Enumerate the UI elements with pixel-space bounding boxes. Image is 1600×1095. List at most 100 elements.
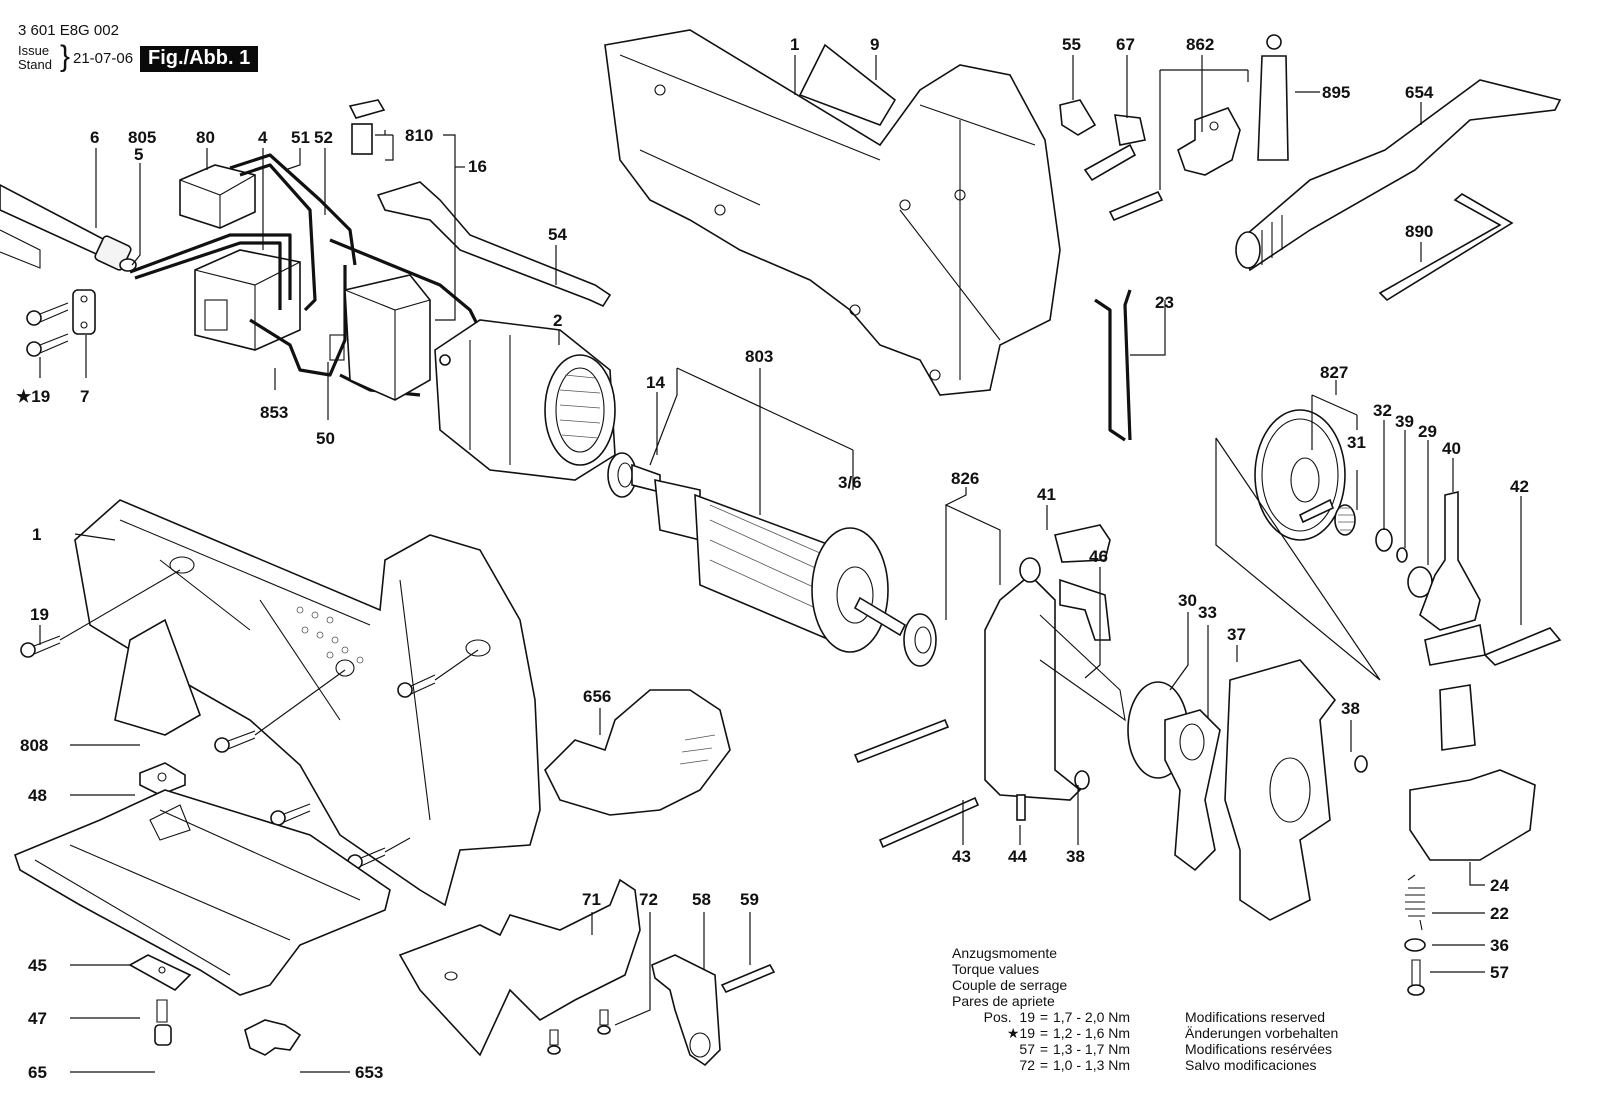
part-grease-tube-895[interactable]	[1257, 34, 1289, 161]
part-base-plate-45[interactable]	[14, 789, 391, 996]
issue-label-de: Stand	[18, 57, 52, 72]
part-brush-holder-16[interactable]	[329, 274, 431, 401]
label-895: 895	[1322, 83, 1350, 102]
part-55[interactable]	[1059, 99, 1097, 136]
part-guard-71[interactable]	[398, 878, 641, 1057]
label-805: 805	[128, 128, 156, 147]
part-housing-half-1-top[interactable]	[604, 29, 1061, 396]
label-4: 4	[258, 128, 268, 147]
part-label-808[interactable]	[114, 618, 201, 736]
part-spring-clip-23[interactable]	[1094, 289, 1132, 442]
figure-badge: Fig./Abb. 1	[140, 46, 259, 72]
label-1-left: 1	[32, 525, 41, 544]
label-3-6: 3/6	[838, 473, 862, 492]
part-gear-housing-46[interactable]	[984, 557, 1126, 801]
equals-sign: =	[1039, 1025, 1049, 1041]
part-counterweight-33[interactable]	[1164, 709, 1221, 872]
label-23: 23	[1155, 293, 1174, 312]
part-screw-72[interactable]	[547, 1009, 611, 1055]
part-lever-67[interactable]	[1083, 114, 1146, 182]
part-nut-48[interactable]	[139, 762, 186, 796]
label-45: 45	[28, 956, 47, 975]
part-field-stator-2[interactable]	[434, 319, 616, 481]
part-pinion-31[interactable]	[1334, 504, 1356, 536]
part-capacitor-80[interactable]	[179, 164, 256, 229]
label-51: 51	[291, 128, 310, 147]
torque-heading-fr: Couple de serrage	[952, 977, 1068, 993]
torque-row: ★19=1,2 - 1,6 Nm	[952, 1025, 1130, 1041]
part-hex-key-890[interactable]	[1378, 193, 1514, 302]
label-853: 853	[260, 403, 288, 422]
part-screw-65[interactable]	[154, 999, 172, 1046]
label-38-right: 38	[1341, 699, 1360, 718]
part-clamp-47[interactable]	[128, 954, 192, 991]
part-armature-803[interactable]	[631, 463, 907, 653]
label-72: 72	[639, 890, 658, 909]
label-43: 43	[952, 847, 971, 866]
label-24: 24	[1490, 876, 1509, 895]
part-washer-32[interactable]	[1375, 528, 1393, 552]
part-blade-clamp-42[interactable]	[1483, 627, 1562, 666]
part-washer-38b[interactable]	[1354, 755, 1368, 773]
label-653: 653	[355, 1063, 383, 1082]
torque-value: 1,3 - 1,7 Nm	[1053, 1041, 1131, 1057]
issue-label-en: Issue	[18, 43, 50, 58]
part-spring-22[interactable]	[1405, 874, 1425, 931]
label-55: 55	[1062, 35, 1081, 54]
torque-heading-en: Torque values	[952, 961, 1040, 977]
part-pin-862[interactable]	[1108, 107, 1241, 222]
label-59: 59	[740, 890, 759, 909]
label-2: 2	[553, 311, 562, 330]
equals-sign: =	[1039, 1009, 1049, 1025]
part-dust-extraction-adapter-654[interactable]	[1235, 79, 1562, 272]
label-67: 67	[1116, 35, 1135, 54]
torque-value: 1,2 - 1,6 Nm	[1053, 1025, 1131, 1041]
part-pin-59[interactable]	[720, 963, 776, 994]
part-screws-19-star[interactable]	[26, 302, 69, 357]
label-826: 826	[951, 469, 979, 488]
label-40: 40	[1442, 439, 1461, 458]
label-54: 54	[548, 225, 567, 244]
modifications-de: Änderungen vorbehalten	[1185, 1025, 1339, 1041]
part-label-9[interactable]	[798, 43, 897, 126]
part-guard-24[interactable]	[1409, 769, 1536, 861]
wiring-harness	[129, 153, 482, 397]
part-washer-38a[interactable]	[1074, 770, 1090, 790]
label-803: 803	[745, 347, 773, 366]
part-ring-39[interactable]	[1396, 547, 1408, 563]
label-6: 6	[90, 128, 99, 147]
part-carbon-brushes-810[interactable]	[348, 99, 386, 155]
part-roller-holder-58[interactable]	[651, 954, 721, 1067]
label-14: 14	[646, 373, 665, 392]
part-pin-44[interactable]	[1016, 794, 1026, 821]
part-lifting-rod-40[interactable]	[1419, 490, 1486, 751]
part-bearing-826[interactable]	[903, 613, 937, 667]
label-22: 22	[1490, 904, 1509, 923]
part-gear-827[interactable]	[1254, 409, 1346, 541]
part-power-cord[interactable]	[0, 184, 137, 272]
modifications-fr: Modifications resérvées	[1185, 1041, 1333, 1057]
part-housing-1-left[interactable]	[74, 499, 541, 907]
part-guard-656[interactable]	[544, 689, 731, 816]
part-plate-37[interactable]	[1224, 659, 1337, 921]
label-19: 19	[30, 605, 49, 624]
torque-headings: Anzugsmomente Torque values Couple de se…	[952, 945, 1067, 1009]
part-switch-4[interactable]	[194, 249, 301, 351]
label-827: 827	[1320, 363, 1348, 382]
part-lever-54[interactable]	[376, 181, 612, 308]
part-screw-57[interactable]	[1407, 959, 1425, 996]
label-80: 80	[196, 128, 215, 147]
part-cord-clamp-7[interactable]	[72, 289, 96, 335]
label-29: 29	[1418, 422, 1437, 441]
part-rod-43[interactable]	[853, 718, 980, 849]
torque-row: 72=1,0 - 1,3 Nm	[952, 1057, 1130, 1073]
part-bracket-653[interactable]	[244, 1019, 302, 1056]
equals-sign: =	[1039, 1057, 1049, 1073]
leader-lines	[39, 55, 1522, 1073]
part-washer-36[interactable]	[1404, 938, 1426, 952]
part-guide-41[interactable]	[1054, 524, 1111, 563]
label-890: 890	[1405, 222, 1433, 241]
part-screws-19[interactable]	[20, 569, 479, 870]
torque-value: 1,0 - 1,3 Nm	[1053, 1057, 1131, 1073]
label-16: 16	[468, 157, 487, 176]
